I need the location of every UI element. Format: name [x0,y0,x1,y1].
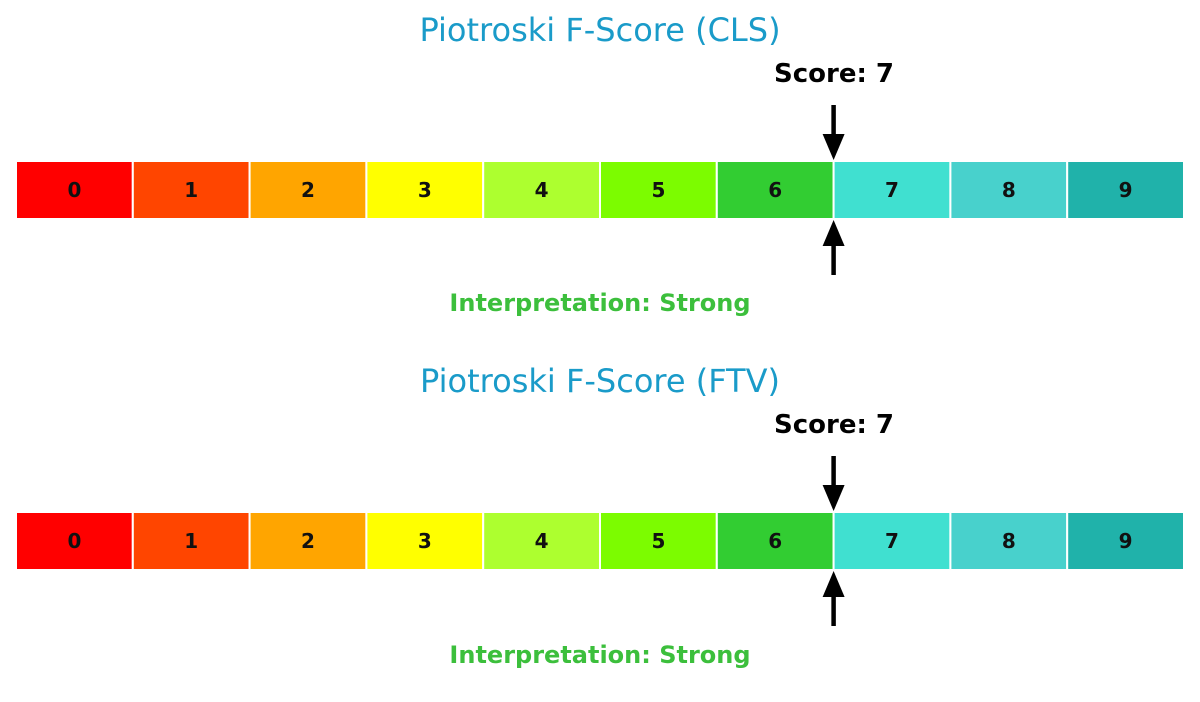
segment-label: 3 [418,178,432,202]
pointer-up-icon [822,220,845,246]
scale-segment-6 [715,160,835,220]
score-label: Score: 7 [774,410,894,440]
segment-label: 5 [651,178,665,202]
pointer-down-shaft [831,105,836,135]
scale-segment-3 [365,511,485,571]
pointer-down-icon [822,134,845,160]
score-label: Score: 7 [774,59,894,89]
segment-label: 8 [1002,178,1016,202]
segment-label: 7 [885,529,899,553]
scale-segment-5 [599,160,718,220]
pointer-down-shaft [831,456,836,486]
scale-segment-4 [482,160,602,220]
gauge-title: Piotroski F-Score (FTV) [420,362,780,400]
interpretation-label: Interpretation: Strong [449,641,750,669]
pointer-down-icon [822,485,845,511]
segment-label: 6 [768,529,782,553]
segment-label: 4 [535,529,549,553]
scale-segment-9 [1066,511,1185,571]
segment-label: 0 [67,529,81,553]
segment-label: 0 [67,178,81,202]
segment-label: 9 [1119,529,1133,553]
pointer-up-shaft [831,596,836,626]
gauge-cls: Piotroski F-Score (CLS) Score: 7 0 1 2 3 4 5 6… [15,11,1185,317]
scale-segment-2 [248,160,368,220]
segment-label: 5 [651,529,665,553]
scale-segment-4 [482,511,602,571]
segment-label: 7 [885,178,899,202]
segment-label: 1 [184,529,198,553]
scale-segment-9 [1066,160,1185,220]
gauge-title: Piotroski F-Score (CLS) [419,11,780,49]
segment-label: 2 [301,529,315,553]
scale-segment-8 [949,160,1069,220]
segment-label: 2 [301,178,315,202]
scale-segment-0 [15,160,134,220]
scale-segment-7 [832,511,952,571]
score-scale: 0 1 2 3 4 5 6 7 8 9 [15,511,1185,571]
pointer-up-icon [822,571,845,597]
score-scale: 0 1 2 3 4 5 6 7 8 9 [15,160,1185,220]
scale-segment-7 [832,160,952,220]
scale-segment-1 [131,160,251,220]
scale-segment-1 [131,511,251,571]
segment-label: 3 [418,529,432,553]
segment-label: 8 [1002,529,1016,553]
scale-segment-6 [715,511,835,571]
gauge-ftv: Piotroski F-Score (FTV) Score: 7 0 1 2 3 4 5 6… [15,362,1185,669]
score-pointer [822,456,845,626]
segment-label: 6 [768,178,782,202]
segment-label: 4 [535,178,549,202]
pointer-up-shaft [831,245,836,275]
score-pointer [822,105,845,275]
segment-label: 1 [184,178,198,202]
interpretation-label: Interpretation: Strong [449,289,750,317]
segment-label: 9 [1119,178,1133,202]
